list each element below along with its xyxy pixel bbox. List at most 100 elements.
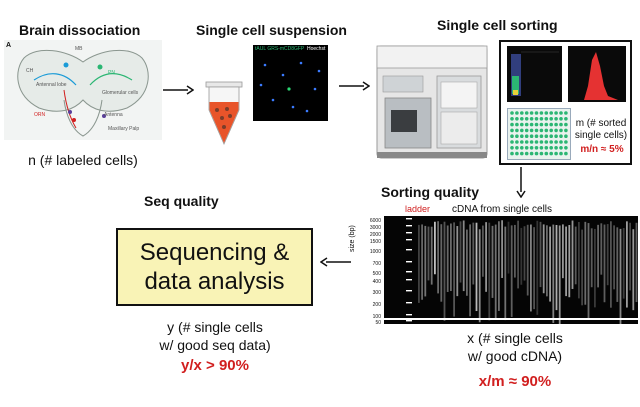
gel-lane [613,225,615,290]
gel-lane [597,224,599,288]
gel-lane [517,220,519,289]
plate-well [529,146,534,150]
sorting-caption: m (# sorted single cells) [574,118,628,141]
plate-well [549,146,553,150]
gel-lane [562,224,564,279]
gel-lane [552,224,555,323]
gel-tick-label: 6000 [369,218,381,224]
plate-well [564,122,568,127]
plate-well [524,151,529,156]
gel-lanes [384,218,638,324]
gel-tick-label: 200 [372,302,381,308]
gel-lane [491,225,494,298]
plate-well [515,140,519,144]
plate-well [529,140,534,144]
facs-histogram [568,46,626,102]
gel-lane [584,221,587,305]
plate-well [515,128,519,133]
x-caption-line-1: x (# single cells [467,330,563,346]
plate-well [524,146,529,150]
gel-lane [459,221,462,283]
gel-lane [587,223,590,319]
plate-well [510,128,514,133]
gel-tick-label: 50 [375,320,381,326]
gel-ladder-label: ladder [405,204,431,214]
plate-well [534,146,539,150]
label-orn: ORN [34,112,46,118]
gel-lane [478,229,481,323]
brain-diagram-drawing [4,40,162,140]
plate-well [539,140,544,144]
gel-lane [510,225,513,317]
facs-sorter-machine [376,45,488,159]
gel-tick-label: 100 [372,314,381,320]
gel-lane [590,228,593,288]
plate-well [559,117,563,121]
ladder-band [406,239,412,241]
label-maxillary: Maxillary Palp [108,126,140,132]
gel-lane [437,221,439,294]
panel-letter: A [6,42,12,49]
x-caption-line-2: w/ good cDNA) [467,348,563,364]
gel-lane [475,222,478,312]
label-antennal-lobe: Antennal lobe [36,82,67,88]
plate-well [520,151,524,156]
plate-well [524,111,529,115]
y-ratio: y/x > 90% [181,357,249,374]
plate-well [559,122,563,127]
single-cell-suspension-title: Single cell suspension [196,22,347,38]
plate-well [559,128,563,133]
microscopy-label-green: tAUL GRS-mCD8GFP [255,46,305,52]
gel-lane [450,223,452,292]
plate-well [520,146,524,150]
plate-well [524,128,529,133]
gel-lane [469,224,471,317]
gel-lane [565,226,567,297]
plate-well [554,146,558,150]
gel-lane [632,229,635,311]
plate-well [564,111,568,115]
plate-well [539,146,544,150]
gel-lane [456,226,459,297]
gel-lane [472,222,475,285]
gel-lane [546,225,548,297]
plate-well [544,146,549,150]
plate-well [554,122,558,127]
gel-lane [520,227,523,285]
gel-tick-label: 700 [372,261,381,267]
plate-well [524,117,529,121]
gel-lane [507,221,510,274]
gel-lane [594,228,596,308]
gel-lane [574,226,577,285]
seq-quality-title: Seq quality [144,193,219,209]
plate-well [510,134,514,138]
gel-lane [542,224,545,294]
ladder-band [406,290,412,292]
plate-well [559,140,563,144]
microscopy-image: tAUL GRS-mCD8GFP Hoechst [253,45,328,121]
label-pn: PN [108,70,115,76]
gel-primer-band [384,318,638,320]
gel-lane [536,220,539,315]
plate-well [564,151,568,156]
y-caption-line-1: y (# single cells [167,319,263,335]
gel-y-label-text: size (bp) [349,225,356,252]
plate-well [544,122,549,127]
sequencing-line-2: data analysis [144,268,285,295]
plate-well [539,128,544,133]
gel-lane [616,227,619,302]
gel-lane [453,222,455,317]
ladder-band [406,271,412,273]
plate-well [544,111,549,115]
plate-well [564,140,568,144]
gel-lane [424,225,427,297]
gel-lane [434,221,436,275]
sorting-ratio: m/n ≈ 5% [580,144,624,155]
gel-lane [610,221,612,308]
arrow-down-to-gel [516,167,526,198]
plate-well [515,146,519,150]
plate-well [559,111,563,115]
gel-lane [421,224,423,300]
brain-diagram: A MB CH Antennal lobe Glomerular cells A… [4,40,162,140]
gel-lane [530,224,532,312]
